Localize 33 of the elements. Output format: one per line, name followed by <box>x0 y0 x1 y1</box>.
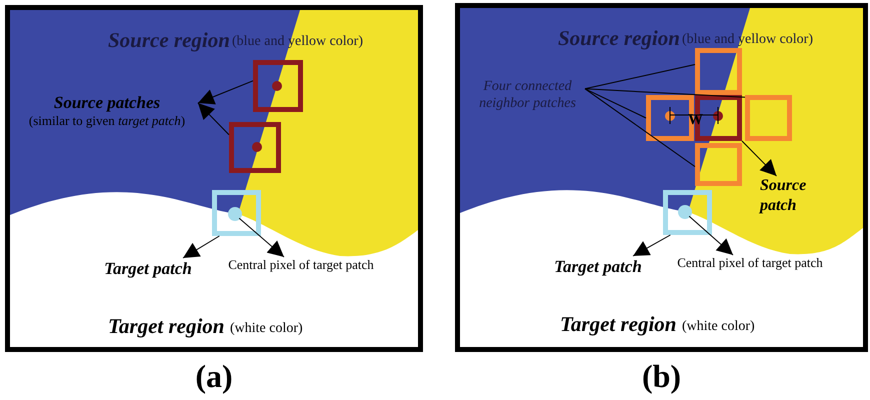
region-title: Source region <box>108 30 230 51</box>
arrow <box>238 218 284 258</box>
patch-square <box>745 95 792 141</box>
annotation-text: Four connected neighbor patches <box>478 78 577 112</box>
patch-square <box>253 60 303 112</box>
region-title: Target region <box>560 314 676 335</box>
panel-caption: (b) <box>642 360 682 392</box>
patch-square <box>663 190 712 235</box>
annotation-text: Central pixel of target patch <box>228 257 374 274</box>
arrow <box>198 80 254 104</box>
region-note: (white color) <box>230 322 303 336</box>
patch-square <box>212 190 261 236</box>
annotation-text: Target patch <box>554 256 642 278</box>
leader-line <box>584 88 646 118</box>
patch-square <box>695 48 742 95</box>
region-note: (white color) <box>682 320 755 334</box>
leader-line <box>584 88 696 168</box>
leader-line <box>584 64 696 90</box>
annotation-text: (similar to given target patch) <box>28 113 186 130</box>
annotation-text: Source patches <box>54 92 160 114</box>
arrow <box>632 234 671 256</box>
annotation-text: Central pixel of target patch <box>677 255 823 272</box>
region-title: Target region <box>108 316 224 337</box>
annotation-text: Source patch <box>760 176 808 216</box>
leader-line <box>584 88 746 98</box>
panel-caption: (a) <box>195 360 233 392</box>
annotation-text: Target patch <box>104 258 192 280</box>
arrow <box>182 236 220 258</box>
arrow <box>688 216 734 256</box>
region-title: Source region <box>558 28 680 49</box>
patch-square <box>229 122 281 173</box>
arrow <box>198 102 230 136</box>
patch-square <box>695 143 742 186</box>
